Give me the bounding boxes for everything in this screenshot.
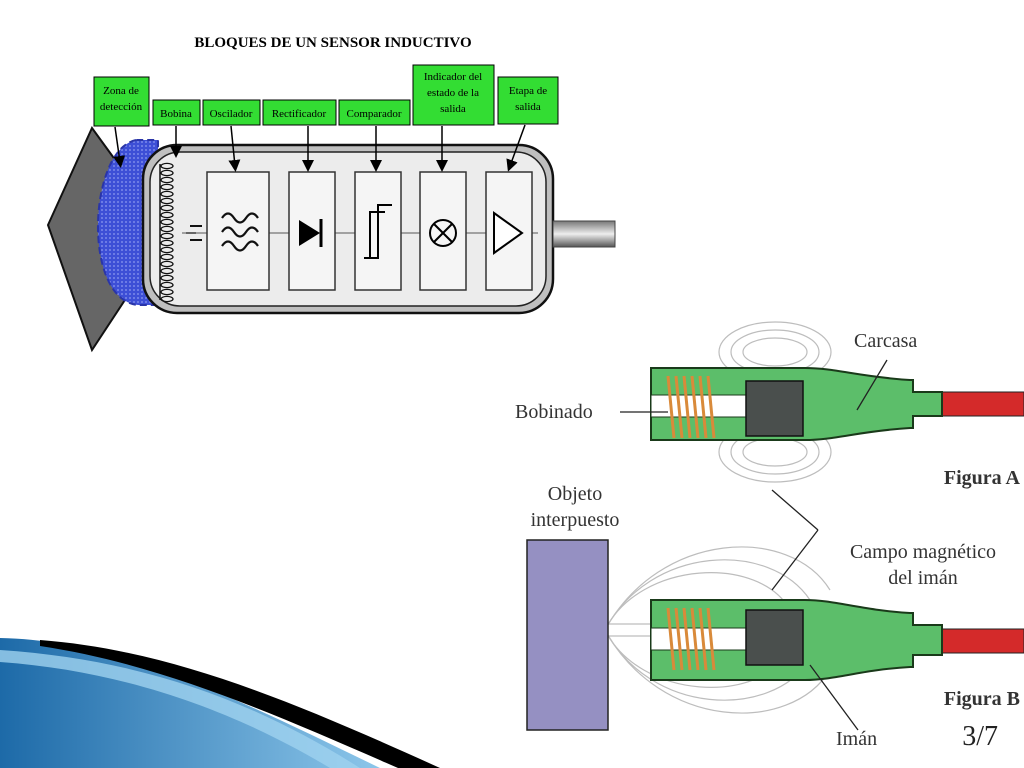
lamp-icon <box>429 219 457 247</box>
svg-text:detección: detección <box>100 101 143 113</box>
svg-text:Etapa de: Etapa de <box>509 85 547 97</box>
coil-turn <box>690 607 700 671</box>
coil-loop <box>160 239 174 247</box>
leader-lines <box>620 359 888 731</box>
output-cable <box>552 220 616 248</box>
label-objeto-1: Objeto <box>548 483 602 505</box>
amplifier-triangle-icon <box>493 211 524 255</box>
diode-icon <box>299 219 323 247</box>
slide-swoosh <box>0 638 440 768</box>
interposed-object <box>526 539 609 731</box>
figure-b-sensor <box>526 539 1024 731</box>
label-bobinado: Bobinado <box>515 401 593 423</box>
coil-turn <box>674 375 684 439</box>
coil-loop <box>160 183 174 191</box>
page-number: 3/7 <box>962 721 998 752</box>
coil-loop <box>160 288 174 296</box>
coil-loop <box>160 246 174 254</box>
coil-loop <box>160 204 174 212</box>
coil-loop <box>160 218 174 226</box>
svg-text:estado de la: estado de la <box>427 87 479 99</box>
label-comparador: Comparador <box>338 99 411 126</box>
figure-b-cable <box>931 628 1024 654</box>
coil-loop <box>160 253 174 261</box>
coil-turn <box>674 607 684 671</box>
coil-turn <box>666 375 676 439</box>
svg-text:salida: salida <box>515 101 541 113</box>
figure-b-coil-icon <box>666 607 716 671</box>
label-figura-a: Figura A <box>944 467 1021 489</box>
coil-loop <box>160 267 174 275</box>
svg-text:Indicador del: Indicador del <box>424 71 482 83</box>
coil-loop <box>160 190 174 198</box>
coil-turn <box>682 375 692 439</box>
coil-turn <box>698 607 708 671</box>
svg-text:Rectificador: Rectificador <box>272 108 327 120</box>
coil-loop <box>160 176 174 184</box>
figure-b-magnet <box>745 609 804 666</box>
label-indicador-salida: Indicador del estado de la salida <box>412 64 495 126</box>
coil-turn <box>698 375 708 439</box>
figure-a-cable <box>931 391 1024 417</box>
coil-loop <box>160 162 174 170</box>
coil-turn <box>682 607 692 671</box>
coil-turn <box>706 607 716 671</box>
label-rectificador: Rectificador <box>262 99 337 126</box>
figure-a-magnet <box>745 380 804 437</box>
coil-turn <box>666 607 676 671</box>
coil-winding <box>159 162 174 303</box>
svg-text:Zona de: Zona de <box>103 85 139 97</box>
svg-text:Oscilador: Oscilador <box>210 108 253 120</box>
svg-text:salida: salida <box>440 103 466 115</box>
coil-loop <box>160 295 174 303</box>
coil-loop <box>160 225 174 233</box>
label-carcasa: Carcasa <box>854 330 917 352</box>
coil-turn <box>706 375 716 439</box>
figure-a-coil-icon <box>666 375 716 439</box>
figure-a-core-channel <box>650 394 747 418</box>
coil-loop <box>160 260 174 268</box>
figure-b-core-channel <box>650 627 747 651</box>
indicator-block <box>419 171 467 291</box>
coil-loop <box>160 274 174 282</box>
coil-loop <box>160 169 174 177</box>
magnetic-sensor-figures: Carcasa Bobinado Figura A Objeto interpu… <box>515 321 1024 750</box>
label-objeto-2: interpuesto <box>531 509 620 531</box>
label-campo-2: del imán <box>888 567 957 589</box>
coil-loop <box>160 211 174 219</box>
inductive-sensor-block-diagram: BLOQUES DE UN SENSOR INDUCTIVO <box>46 35 616 353</box>
label-figura-b: Figura B <box>944 688 1020 710</box>
label-boxes: Zona de detección Bobina Oscilador Recti… <box>93 64 559 127</box>
label-zona-deteccion: Zona de detección <box>93 76 150 127</box>
label-campo-1: Campo magnético <box>850 541 996 563</box>
label-oscilador: Oscilador <box>202 99 261 126</box>
oscillator-block <box>206 171 270 291</box>
label-iman: Imán <box>836 728 877 750</box>
svg-text:Bobina: Bobina <box>160 108 192 120</box>
label-bobina: Bobina <box>152 99 201 126</box>
coil-loop <box>160 281 174 289</box>
label-etapa-salida: Etapa de salida <box>497 76 559 125</box>
label-arrows <box>113 124 526 172</box>
oscillator-wave-icon <box>221 212 259 252</box>
diagram-title: BLOQUES DE UN SENSOR INDUCTIVO <box>194 35 471 51</box>
capacitor-icon <box>186 225 202 241</box>
coil-loop <box>160 232 174 240</box>
coil-loop <box>160 197 174 205</box>
svg-text:Comparador: Comparador <box>347 108 402 120</box>
hysteresis-icon <box>364 204 392 259</box>
coil-turn <box>690 375 700 439</box>
figure-a-sensor <box>650 321 1024 483</box>
